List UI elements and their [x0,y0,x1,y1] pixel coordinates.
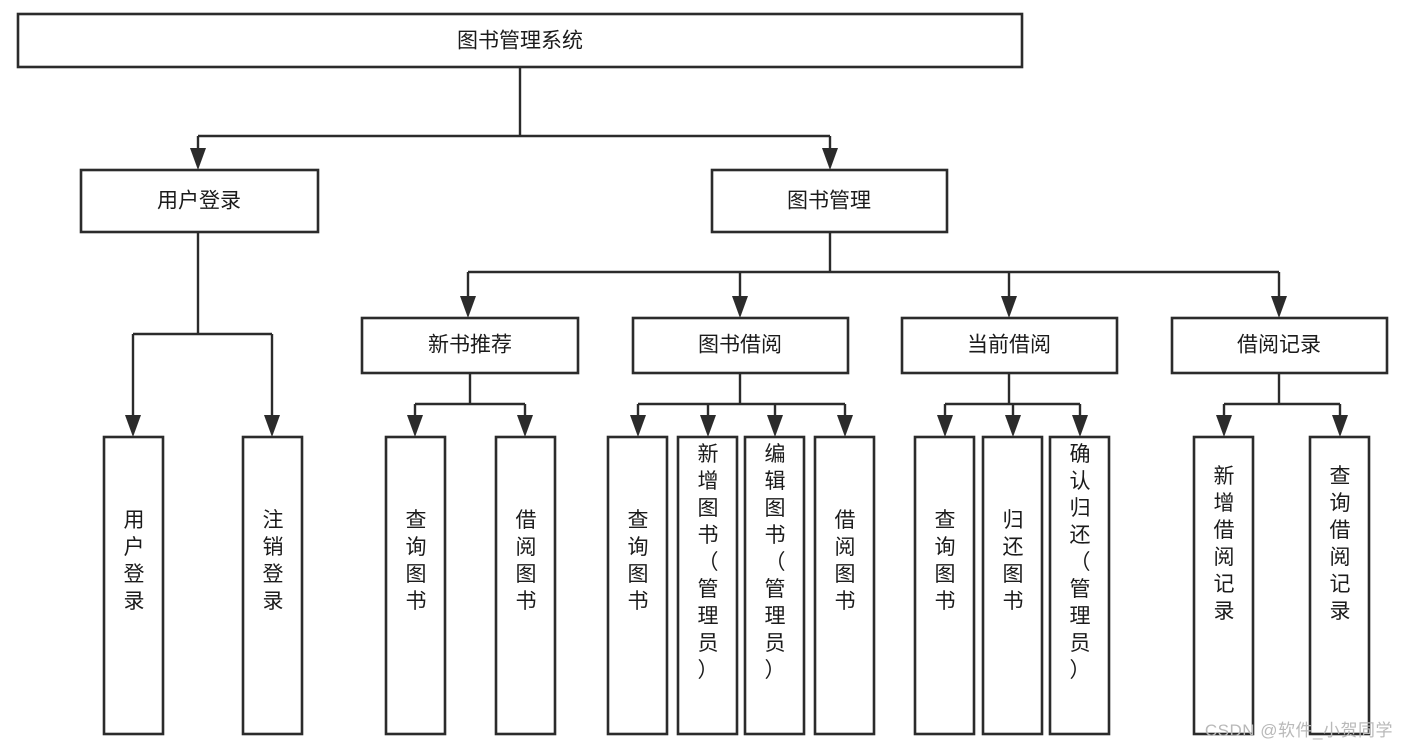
leaf-bb-borrow-book-label: 借阅图书 [835,509,856,613]
leaf-node[interactable]: 确认归还（管理员） [1048,435,1111,736]
node-current-borrow-box[interactable] [900,316,1119,375]
leaf-bb-add-book-box[interactable] [676,435,739,736]
node-current-borrow-label: 当前借阅 [967,334,1051,357]
arrowhead-book-borrow [732,296,748,318]
leaf-nb-query-book-box[interactable] [384,435,447,736]
leaf-user-login-box[interactable] [102,435,165,736]
leaf-node[interactable]: 用户登录 [102,435,165,736]
node-book-borrow-label: 图书借阅 [698,334,782,357]
leaf-bb-query-book-label: 查询图书 [628,509,649,613]
arrowhead-cb-leaf-2 [1005,415,1021,437]
node-book-manage-label: 图书管理 [787,190,871,213]
arrowhead-user-login [190,148,206,170]
leaf-br-add-record-label: 新增借阅记录 [1214,465,1235,623]
leaf-node[interactable]: 查询图书 [913,435,976,736]
leaf-bb-add-book-label: 新增图书（管理员） [698,443,719,682]
arrowhead-bb-leaf-4 [837,415,853,437]
leaf-bb-edit-book-label: 编辑图书（管理员） [765,443,786,682]
leaf-user-login-label: 用户登录 [124,509,145,613]
arrowhead-book-manage [822,148,838,170]
leaf-nb-borrow-book-label: 借阅图书 [516,509,537,613]
node-book-manage[interactable]: 图书管理 [710,168,949,234]
arrowhead-new-book [460,296,476,318]
node-borrow-record[interactable]: 借阅记录 [1170,316,1389,375]
leaf-br-query-record-box[interactable] [1308,435,1371,736]
arrowhead-br-leaf-2 [1332,415,1348,437]
leaf-cb-query-book-label: 查询图书 [935,509,956,613]
leaf-nb-query-book-label: 查询图书 [406,509,427,613]
leaf-cb-query-book-box[interactable] [913,435,976,736]
csdn-watermark: CSDN @软件_小贺同学 [1204,721,1393,740]
leaf-cb-confirm-return-box[interactable] [1048,435,1111,736]
leaf-node[interactable]: 新增借阅记录 [1192,435,1255,736]
leaf-bb-query-book-box[interactable] [606,435,669,736]
node-borrow-record-label: 借阅记录 [1237,334,1321,357]
leaf-node[interactable]: 新增图书（管理员） [676,435,739,736]
leaf-bb-borrow-book-box[interactable] [813,435,876,736]
arrowhead-bb-leaf-1 [630,415,646,437]
arrowhead-bb-leaf-2 [700,415,716,437]
arrowhead-borrow-record [1271,296,1287,318]
arrowhead-cb-leaf-3 [1072,415,1088,437]
leaf-node[interactable]: 查询图书 [606,435,669,736]
node-user-login-label: 用户登录 [157,190,241,213]
node-book-borrow[interactable]: 图书借阅 [631,316,850,375]
leaf-cb-return-book-box[interactable] [981,435,1044,736]
leaf-logout-label: 注销登录 [263,509,284,613]
node-root-box[interactable] [16,12,1024,69]
node-user-login-box[interactable] [79,168,320,234]
leaf-nb-borrow-book-box[interactable] [494,435,557,736]
leaf-bb-edit-book-box[interactable] [743,435,806,736]
leaf-cb-return-book-label: 归还图书 [1003,509,1024,613]
leaf-node[interactable]: 归还图书 [981,435,1044,736]
node-book-borrow-box[interactable] [631,316,850,375]
connector-layer [125,67,1348,437]
arrowhead-nb-leaf-2 [517,415,533,437]
node-new-book-recommend[interactable]: 新书推荐 [360,316,580,375]
arrowhead-br-leaf-1 [1216,415,1232,437]
leaf-node[interactable]: 编辑图书（管理员） [743,435,806,736]
arrowhead-cb-leaf-1 [937,415,953,437]
arrowhead-nb-leaf-1 [407,415,423,437]
leaf-br-query-record-label: 查询借阅记录 [1330,465,1351,623]
leaf-logout-box[interactable] [241,435,304,736]
leaf-node[interactable]: 查询图书 [384,435,447,736]
node-user-login[interactable]: 用户登录 [79,168,320,234]
node-borrow-record-box[interactable] [1170,316,1389,375]
node-book-manage-box[interactable] [710,168,949,234]
node-current-borrow[interactable]: 当前借阅 [900,316,1119,375]
node-new-book-recommend-label: 新书推荐 [428,334,512,357]
arrowhead-current-borrow [1001,296,1017,318]
arrowhead-bb-leaf-3 [767,415,783,437]
node-new-book-recommend-box[interactable] [360,316,580,375]
node-root-label: 图书管理系统 [457,30,583,53]
arrowhead-leaf-logout [264,415,280,437]
leaf-cb-confirm-return-label: 确认归还（管理员） [1070,443,1091,682]
node-root[interactable]: 图书管理系统 [16,12,1024,69]
leaf-node[interactable]: 借阅图书 [813,435,876,736]
leaf-br-add-record-box[interactable] [1192,435,1255,736]
arrowhead-leaf-user-login [125,415,141,437]
leaf-node[interactable]: 查询借阅记录 [1308,435,1371,736]
leaf-node[interactable]: 借阅图书 [494,435,557,736]
leaf-node[interactable]: 注销登录 [241,435,304,736]
